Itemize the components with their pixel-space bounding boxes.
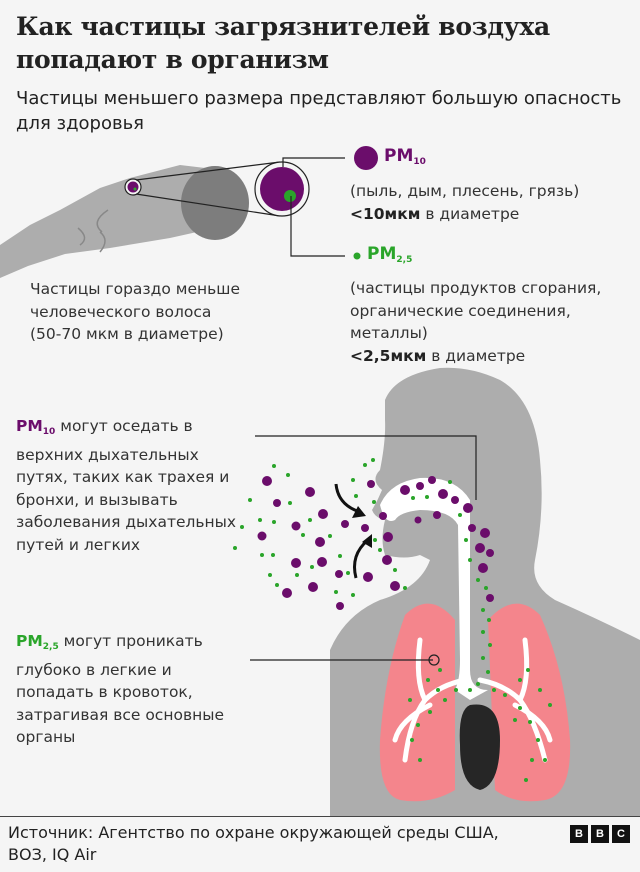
bbc-logo-b1: B	[570, 825, 588, 843]
page-title: Как частицы загрязнителей воздуха попада…	[16, 12, 550, 74]
pm25-particles-icon	[233, 458, 552, 782]
legend-pm25-label: PM2,5	[367, 244, 413, 265]
pm25-marker-icon	[353, 252, 361, 260]
pm10-annotation: PM10 могут оседать в верхних дыхательных…	[16, 417, 237, 554]
hair-strand-icon	[0, 165, 249, 278]
bbc-logo-c: C	[612, 825, 630, 843]
hair-caption: Частицы гораздо меньше человеческого вол…	[30, 280, 241, 343]
page-subtitle: Частицы меньшего размера представляют бо…	[16, 88, 622, 134]
pm25-annotation: PM2,5 могут проникать глубоко в легкие и…	[16, 632, 224, 746]
bbc-logo-b2: B	[591, 825, 609, 843]
source-note: Источник: Агентство по охране окружающей…	[8, 823, 499, 864]
bbc-logo: B B C	[570, 825, 630, 843]
footer-divider	[0, 816, 640, 817]
legend-pm10-label: PM10	[384, 146, 426, 167]
right-lung-icon	[488, 603, 571, 802]
pm10-particles-icon	[257, 476, 494, 610]
left-lung-icon	[379, 603, 455, 802]
heart-icon	[459, 704, 500, 790]
pm10-marker-icon	[354, 146, 378, 170]
legend-pm10-desc: (пыль, дым, плесень, грязь) <10мкм в диа…	[350, 182, 580, 223]
legend-pm25-desc: (частицы продуктов сгорания, органически…	[350, 279, 602, 365]
